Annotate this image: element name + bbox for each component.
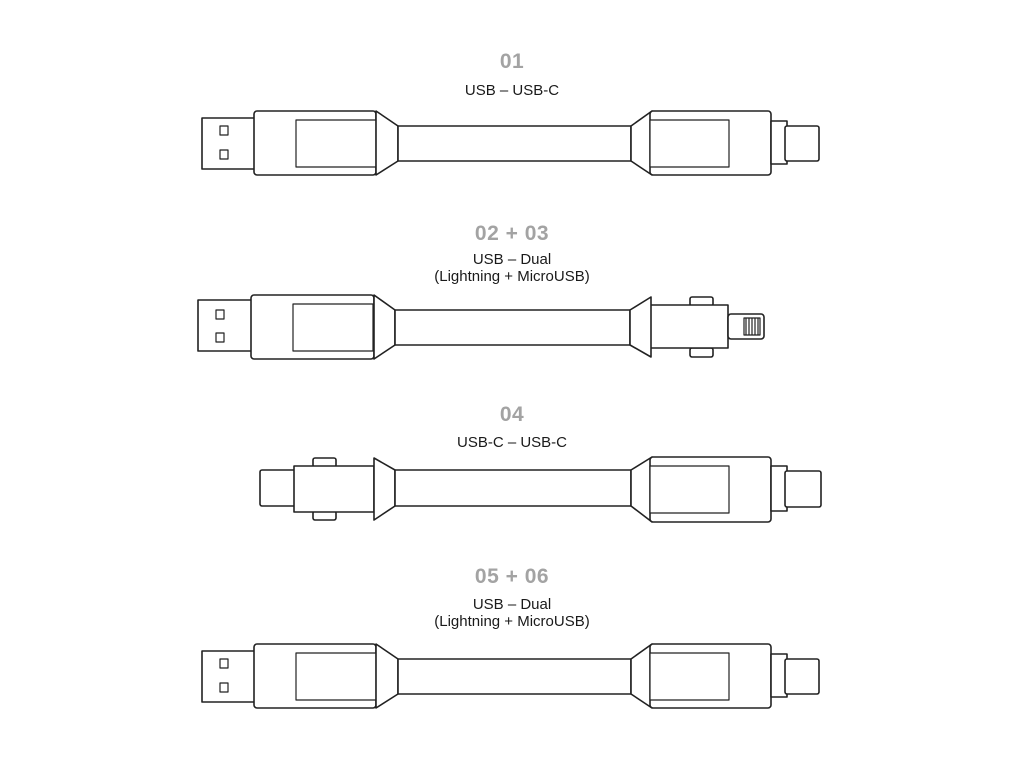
- adapter-clip: [293, 457, 396, 521]
- lightning-plug-icon: [727, 313, 765, 340]
- flat-cable: [397, 658, 632, 695]
- usb-c-plug-icon: [770, 465, 822, 512]
- usb-c-plug-icon: [770, 653, 820, 698]
- flat-cable: [394, 469, 632, 507]
- connector-housing: [250, 294, 396, 360]
- cable-3-number: 04: [499, 403, 525, 426]
- cable-1-title: USB – USB-C: [464, 82, 560, 99]
- adapter-clip: [629, 296, 729, 358]
- cable-2-title: USB – Dual: [472, 251, 552, 268]
- cable-4-subtitle: (Lightning + MicroUSB): [434, 613, 590, 630]
- cable-2-subtitle: (Lightning + MicroUSB): [434, 268, 590, 285]
- cable-1-drawing: [201, 110, 820, 176]
- cable-3-drawing: [259, 456, 822, 523]
- usb-c-plug-icon: [770, 120, 820, 165]
- connector-housing: [253, 110, 399, 176]
- cable-4-title: USB – Dual: [472, 596, 552, 613]
- flat-cable: [397, 125, 632, 162]
- flat-cable: [394, 309, 631, 346]
- connector-housing: [253, 643, 399, 709]
- connector-housing: [630, 456, 772, 523]
- connector-housing: [630, 643, 772, 709]
- cable-2-drawing: [197, 294, 765, 360]
- cable-2-number: 02 + 03: [474, 222, 550, 245]
- cable-3-title: USB-C – USB-C: [456, 434, 568, 451]
- cable-4-drawing: [201, 643, 820, 709]
- cable-1-number: 01: [499, 50, 525, 73]
- connector-housing: [630, 110, 772, 176]
- usb-a-plug-icon: [197, 299, 254, 352]
- cable-4-number: 05 + 06: [474, 565, 550, 588]
- usb-c-plug-icon: [259, 469, 297, 507]
- usb-a-plug-icon: [201, 117, 257, 170]
- usb-a-plug-icon: [201, 650, 257, 703]
